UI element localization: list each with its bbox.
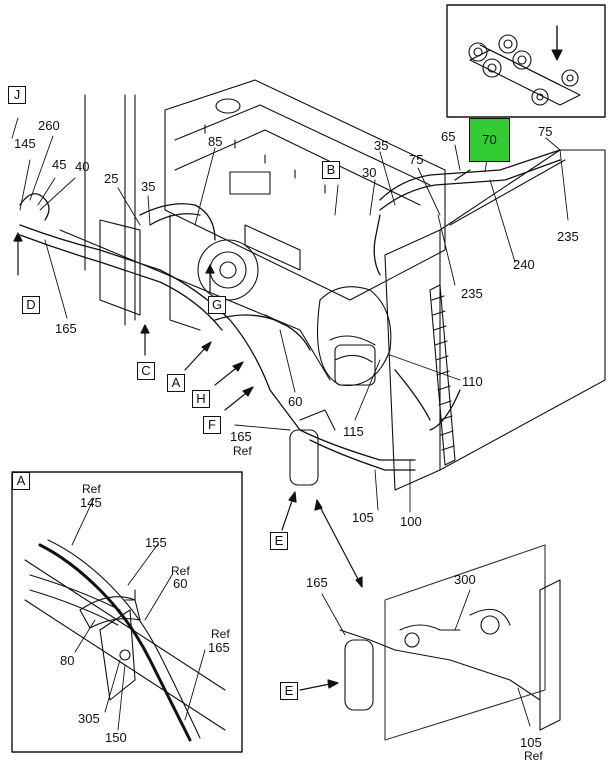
section-marker-j[interactable]: J xyxy=(8,86,26,104)
section-marker-h[interactable]: H xyxy=(192,390,210,408)
section-marker-e-main[interactable]: E xyxy=(270,532,288,550)
section-marker-f[interactable]: F xyxy=(203,416,221,434)
callout-75-mid[interactable]: 75 xyxy=(409,152,424,167)
callout-35-right[interactable]: 35 xyxy=(374,138,389,153)
refrigerant-lines xyxy=(19,149,561,471)
detail-a-ref-60-label: Ref xyxy=(171,564,190,578)
detail-e-drier xyxy=(339,544,561,741)
callout-165-left[interactable]: 165 xyxy=(55,321,77,336)
highlighted-part-70[interactable]: 70 xyxy=(469,118,510,162)
callout-60[interactable]: 60 xyxy=(288,394,303,409)
pointer-arrows[interactable] xyxy=(13,232,363,691)
vehicle-locator-inset xyxy=(446,4,606,118)
callout-110[interactable]: 110 xyxy=(462,374,483,389)
section-marker-d[interactable]: D xyxy=(22,296,40,314)
leader-lines xyxy=(11,117,569,731)
detail-a-ref-165-label: Ref xyxy=(211,627,230,641)
callout-40[interactable]: 40 xyxy=(75,159,90,174)
callout-25[interactable]: 25 xyxy=(104,171,119,186)
detail-a-callout-165[interactable]: 165 xyxy=(208,640,230,655)
callout-35-left[interactable]: 35 xyxy=(141,179,156,194)
callout-260[interactable]: 260 xyxy=(38,118,60,133)
callout-145[interactable]: 145 xyxy=(14,136,36,151)
callout-115[interactable]: 115 xyxy=(343,424,364,439)
detail-e-callout-105[interactable]: 105 xyxy=(520,735,542,750)
receiver-drier xyxy=(289,409,336,486)
section-marker-c[interactable]: C xyxy=(137,362,155,380)
callout-100[interactable]: 100 xyxy=(400,514,422,529)
detail-a-callout-155[interactable]: 155 xyxy=(145,535,167,550)
callout-45[interactable]: 45 xyxy=(52,157,67,172)
callout-240[interactable]: 240 xyxy=(513,257,535,272)
section-marker-e-detail[interactable]: E xyxy=(280,682,298,700)
detail-a-callout-60[interactable]: 60 xyxy=(173,576,188,591)
callout-105[interactable]: 105 xyxy=(352,510,374,525)
engine-block xyxy=(59,79,446,381)
detail-a-ref-145-label: Ref xyxy=(82,482,101,496)
detail-e-callout-300[interactable]: 300 xyxy=(454,572,476,587)
detail-e-callout-165[interactable]: 165 xyxy=(306,575,328,590)
detail-a-callout-80[interactable]: 80 xyxy=(60,653,75,668)
callout-30[interactable]: 30 xyxy=(362,165,377,180)
detail-a-callout-305[interactable]: 305 xyxy=(78,711,100,726)
detail-a-callout-150[interactable]: 150 xyxy=(105,730,127,745)
detail-a-marker: A xyxy=(12,472,30,490)
section-marker-b[interactable]: B xyxy=(322,161,340,179)
callout-75-top[interactable]: 75 xyxy=(538,124,553,139)
callout-235-right[interactable]: 235 xyxy=(557,229,579,244)
detail-e-ref-105-label: Ref xyxy=(524,749,543,761)
section-marker-g[interactable]: G xyxy=(208,296,226,314)
callout-65[interactable]: 65 xyxy=(441,129,456,144)
callout-165-ref-label: Ref xyxy=(233,444,252,458)
radiator-assembly xyxy=(317,149,606,491)
detail-a-callout-145[interactable]: 145 xyxy=(80,495,102,510)
callout-85[interactable]: 85 xyxy=(208,134,223,149)
section-marker-a[interactable]: A xyxy=(167,374,185,392)
detail-a-frame xyxy=(11,471,243,753)
callout-235-mid[interactable]: 235 xyxy=(461,286,483,301)
callout-165-ref[interactable]: 165 xyxy=(230,429,252,444)
